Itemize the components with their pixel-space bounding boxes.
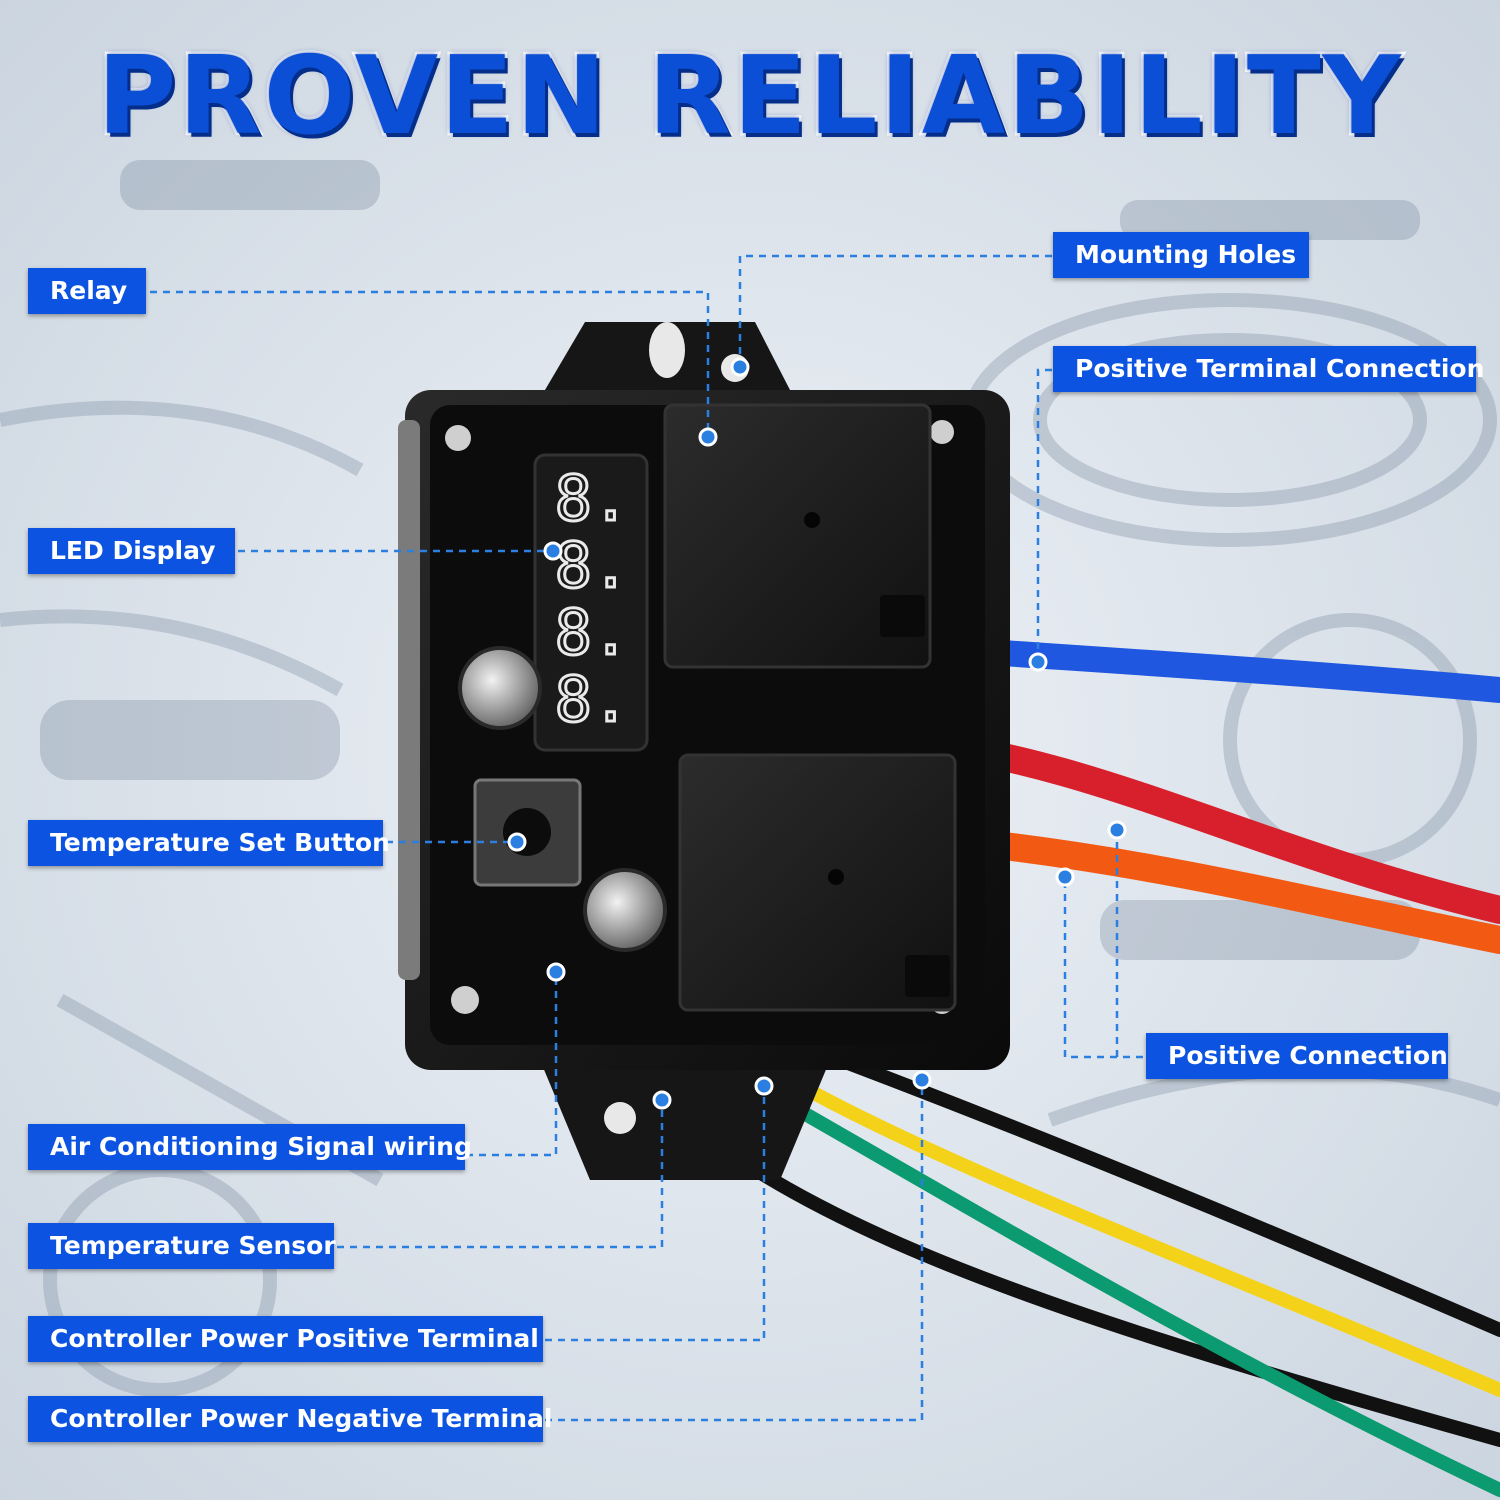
label-power-positive: Controller Power Positive Terminal — [28, 1316, 543, 1362]
label-positive-terminal-connection: Positive Terminal Connection — [1053, 346, 1484, 392]
label-mounting-holes: Mounting Holes — [1053, 232, 1309, 278]
label-led-display: LED Display — [28, 528, 235, 574]
label-relay: Relay — [28, 268, 146, 314]
page-title: PROVEN RELIABILITY — [95, 32, 1403, 162]
label-ac-signal-wiring: Air Conditioning Signal wiring — [28, 1124, 472, 1170]
label-temperature-set-button: Temperature Set Button — [28, 820, 390, 866]
label-temperature-sensor: Temperature Sensor — [28, 1223, 336, 1269]
label-power-negative: Controller Power Negative Terminal — [28, 1396, 552, 1442]
label-positive-connection: Positive Connection — [1146, 1033, 1448, 1079]
